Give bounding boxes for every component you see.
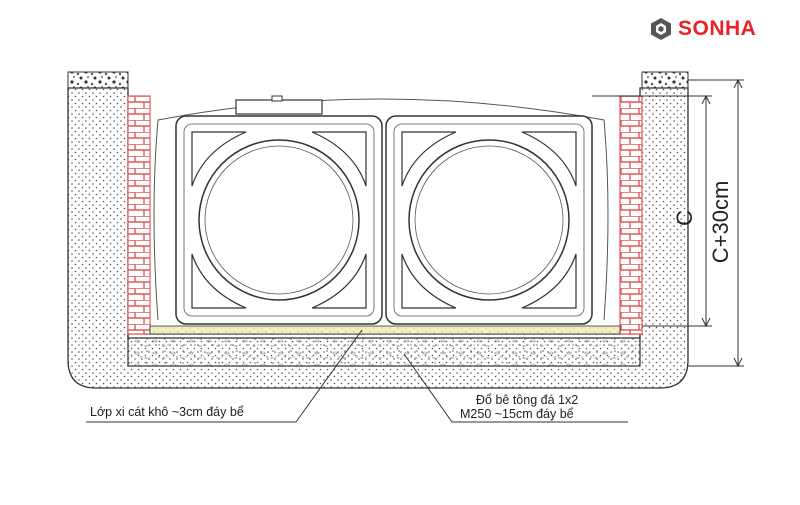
note-concrete-line2: M250 ~15cm đáy bể xyxy=(460,407,574,421)
dimension-c-plus-30-label: C+30cm xyxy=(708,181,733,264)
tank-panel-right xyxy=(385,115,593,325)
dimension-c xyxy=(592,94,712,328)
leader-concrete xyxy=(403,353,628,423)
dimension-c-label: C xyxy=(672,210,697,226)
sonha-hexagon-logo-icon xyxy=(651,18,671,40)
tank-lid xyxy=(235,99,323,115)
dry-sand-layer xyxy=(149,325,621,335)
note-sand-layer: Lớp xi cát khô ~3cm đáy bể xyxy=(90,405,244,419)
tank-panel-left xyxy=(175,115,383,325)
brand-logo: SONHA xyxy=(650,16,756,42)
tank-lid-knob xyxy=(271,95,283,102)
leader-sand-layer xyxy=(86,329,363,423)
tank-dome-outline xyxy=(153,98,609,321)
dimension-c-plus-30 xyxy=(688,78,744,368)
note-concrete-line1: Đổ bê tông đá 1x2 xyxy=(476,393,578,407)
brick-wall-left xyxy=(127,95,151,335)
gravel-cap-left xyxy=(67,71,129,89)
gravel-cap-right xyxy=(641,71,689,89)
brand-name: SONHA xyxy=(678,17,757,40)
concrete-base-slab xyxy=(127,333,641,367)
brick-wall-right xyxy=(619,95,643,335)
